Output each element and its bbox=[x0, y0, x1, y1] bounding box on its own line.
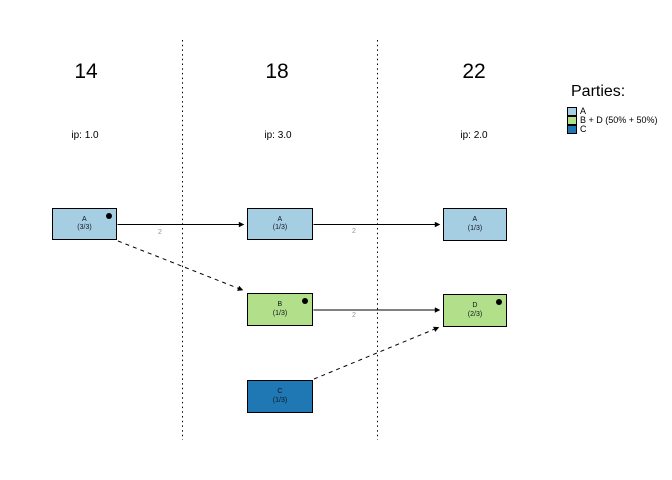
incumbent-dot-icon bbox=[106, 213, 112, 219]
column-year-22: 22 bbox=[462, 60, 486, 83]
legend-item: C bbox=[567, 125, 658, 134]
edge-weight-label: 2 bbox=[158, 229, 162, 236]
dashed-arrow-c18-d22 bbox=[313, 326, 440, 380]
dashed-arrow-a14-b18 bbox=[117, 240, 244, 291]
node-a-14: A (3/3) bbox=[52, 208, 117, 240]
node-name: D bbox=[472, 302, 478, 309]
node-share: (1/3) bbox=[272, 396, 288, 404]
legend-swatch-bd-icon bbox=[567, 116, 577, 125]
legend-item: B + D (50% + 50%) bbox=[567, 116, 658, 125]
legend-swatch-c-icon bbox=[567, 125, 577, 134]
incumbent-dot-icon bbox=[496, 299, 502, 305]
node-share: (1/3) bbox=[467, 224, 483, 232]
node-name: C bbox=[277, 388, 283, 395]
legend-item: A bbox=[567, 107, 658, 116]
column-year-18: 18 bbox=[265, 60, 289, 83]
node-c-18: C (1/3) bbox=[247, 380, 313, 413]
node-a-22: A (1/3) bbox=[443, 208, 507, 241]
edge-weight-label: 2 bbox=[352, 228, 356, 235]
legend-item-label: A bbox=[580, 106, 587, 116]
legend: A B + D (50% + 50%) C bbox=[567, 107, 658, 134]
node-b-18: B (1/3) bbox=[247, 293, 313, 326]
legend-item-label: B + D (50% + 50%) bbox=[580, 115, 658, 125]
node-name: A bbox=[82, 215, 87, 223]
node-a-18: A (1/3) bbox=[247, 208, 313, 240]
incumbent-dot-icon bbox=[302, 298, 308, 304]
node-name: A bbox=[472, 216, 478, 223]
ip-label-14: ip: 1.0 bbox=[71, 130, 99, 141]
legend-item-label: C bbox=[580, 124, 587, 134]
legend-swatch-a-icon bbox=[567, 107, 577, 116]
node-share: (2/3) bbox=[467, 310, 483, 318]
node-name: B bbox=[277, 301, 283, 308]
node-share: (1/3) bbox=[272, 309, 288, 317]
column-year-14: 14 bbox=[74, 60, 98, 83]
node-name: A bbox=[277, 215, 283, 223]
legend-title: Parties: bbox=[571, 83, 626, 100]
node-share: (3/3) bbox=[77, 224, 92, 231]
edge-weight-label: 2 bbox=[352, 312, 356, 319]
ip-label-18: ip: 3.0 bbox=[264, 130, 292, 141]
node-share: (1/3) bbox=[272, 224, 288, 231]
node-d-22: D (2/3) bbox=[443, 294, 507, 327]
ip-label-22: ip: 2.0 bbox=[460, 130, 488, 141]
